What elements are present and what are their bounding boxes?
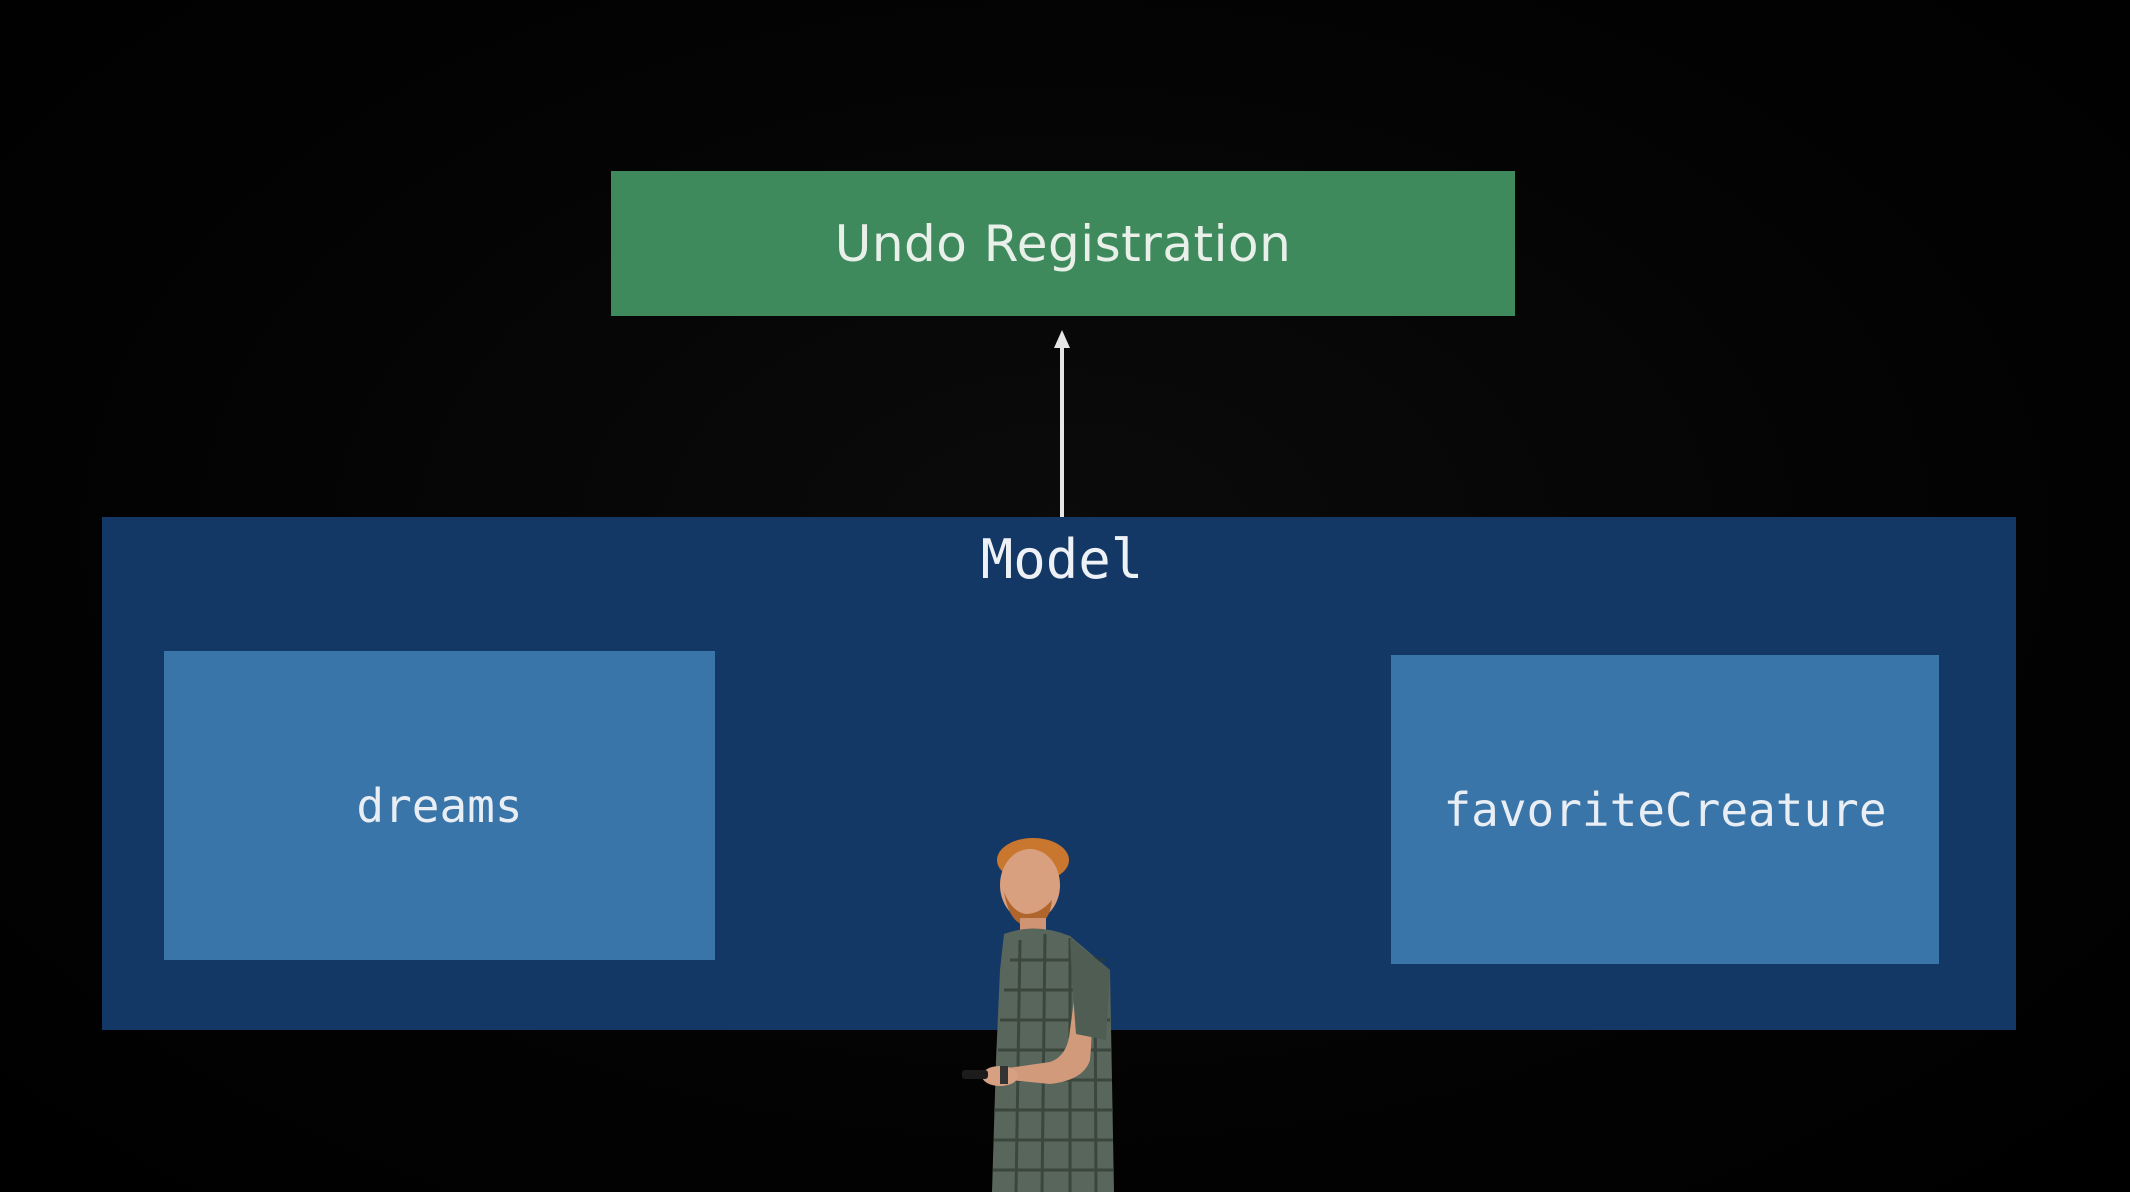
presenter-figure: [962, 838, 1114, 1192]
model-label: Model: [980, 528, 1144, 591]
dreams-label: dreams: [356, 778, 523, 833]
undo-registration-label: Undo Registration: [834, 214, 1292, 273]
presenter-beard: [1004, 892, 1052, 927]
favorite-creature-box: favoriteCreature: [1391, 655, 1939, 964]
favorite-creature-label: favoriteCreature: [1443, 782, 1887, 837]
presenter-arm: [1008, 970, 1092, 1084]
presenter-sleeve: [1070, 938, 1110, 1040]
watch-icon: [1000, 1066, 1008, 1084]
presenter-head: [1000, 849, 1060, 921]
undo-registration-box: Undo Registration: [611, 171, 1515, 316]
clicker-icon: [962, 1070, 988, 1079]
arrow-up-icon: [1054, 330, 1070, 520]
arrow-head: [1054, 330, 1070, 348]
dreams-box: dreams: [164, 651, 715, 960]
